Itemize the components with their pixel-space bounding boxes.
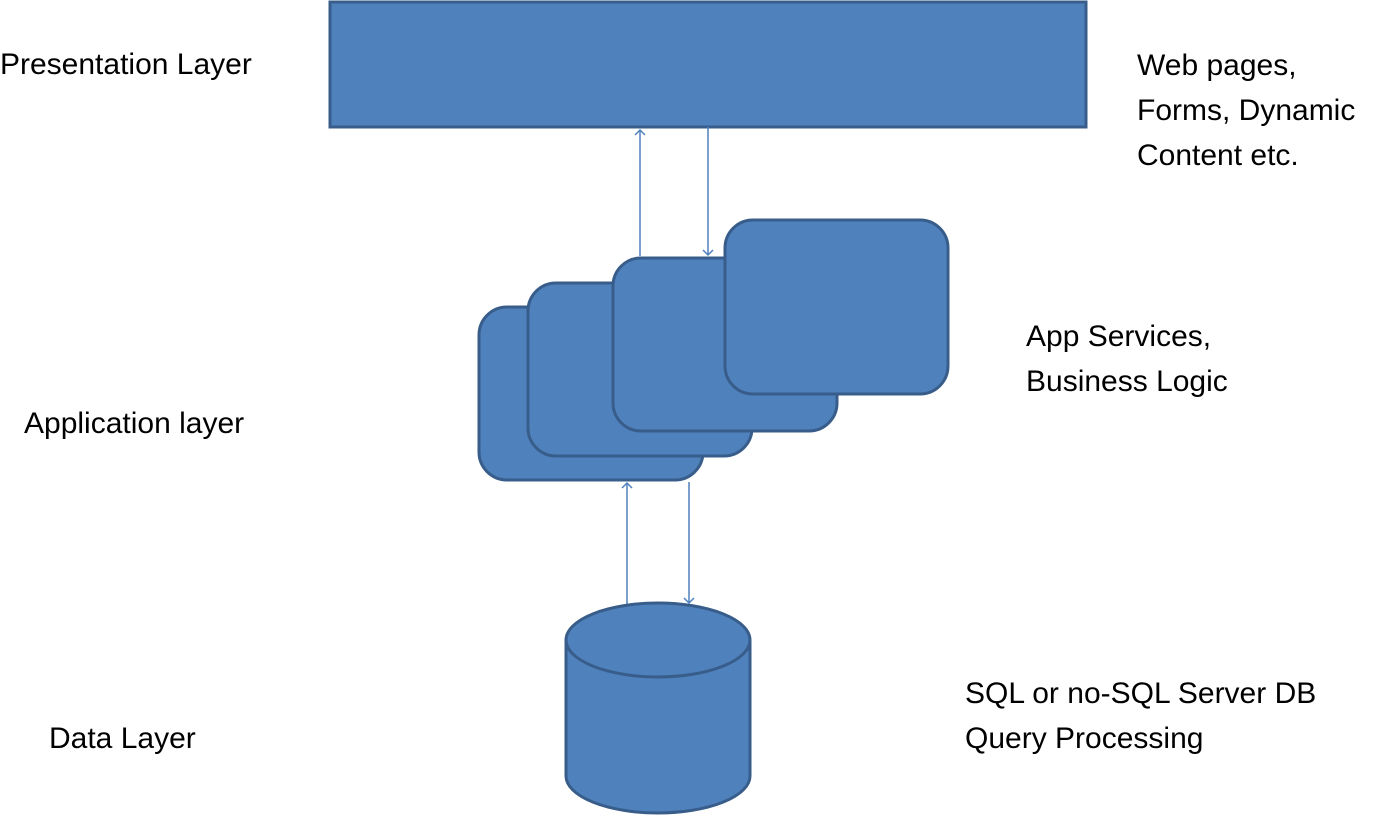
presentation-description-line: Forms, Dynamic: [1137, 94, 1356, 127]
data-layer-description: SQL or no-SQL Server DB Query Processing: [965, 671, 1316, 761]
data-description-line: SQL or no-SQL Server DB: [965, 677, 1317, 710]
presentation-layer-label: Presentation Layer: [0, 48, 252, 81]
data-description-line: Query Processing: [965, 722, 1204, 755]
application-layer-stack: [477, 218, 950, 482]
presentation-layer-description: Web pages, Forms, Dynamic Content etc.: [1137, 43, 1355, 178]
presentation-description-line: Content etc.: [1137, 139, 1299, 172]
application-layer-description: App Services, Business Logic: [1026, 314, 1228, 404]
app-server-box-4: [723, 218, 950, 396]
application-description-line: App Services,: [1026, 320, 1212, 353]
application-layer-label: Application layer: [24, 407, 245, 440]
database-cylinder-icon: [564, 601, 752, 815]
presentation-description-line: Web pages,: [1137, 49, 1297, 82]
application-description-line: Business Logic: [1026, 365, 1228, 398]
data-layer-label: Data Layer: [49, 722, 196, 755]
presentation-layer-box: [328, 0, 1088, 129]
